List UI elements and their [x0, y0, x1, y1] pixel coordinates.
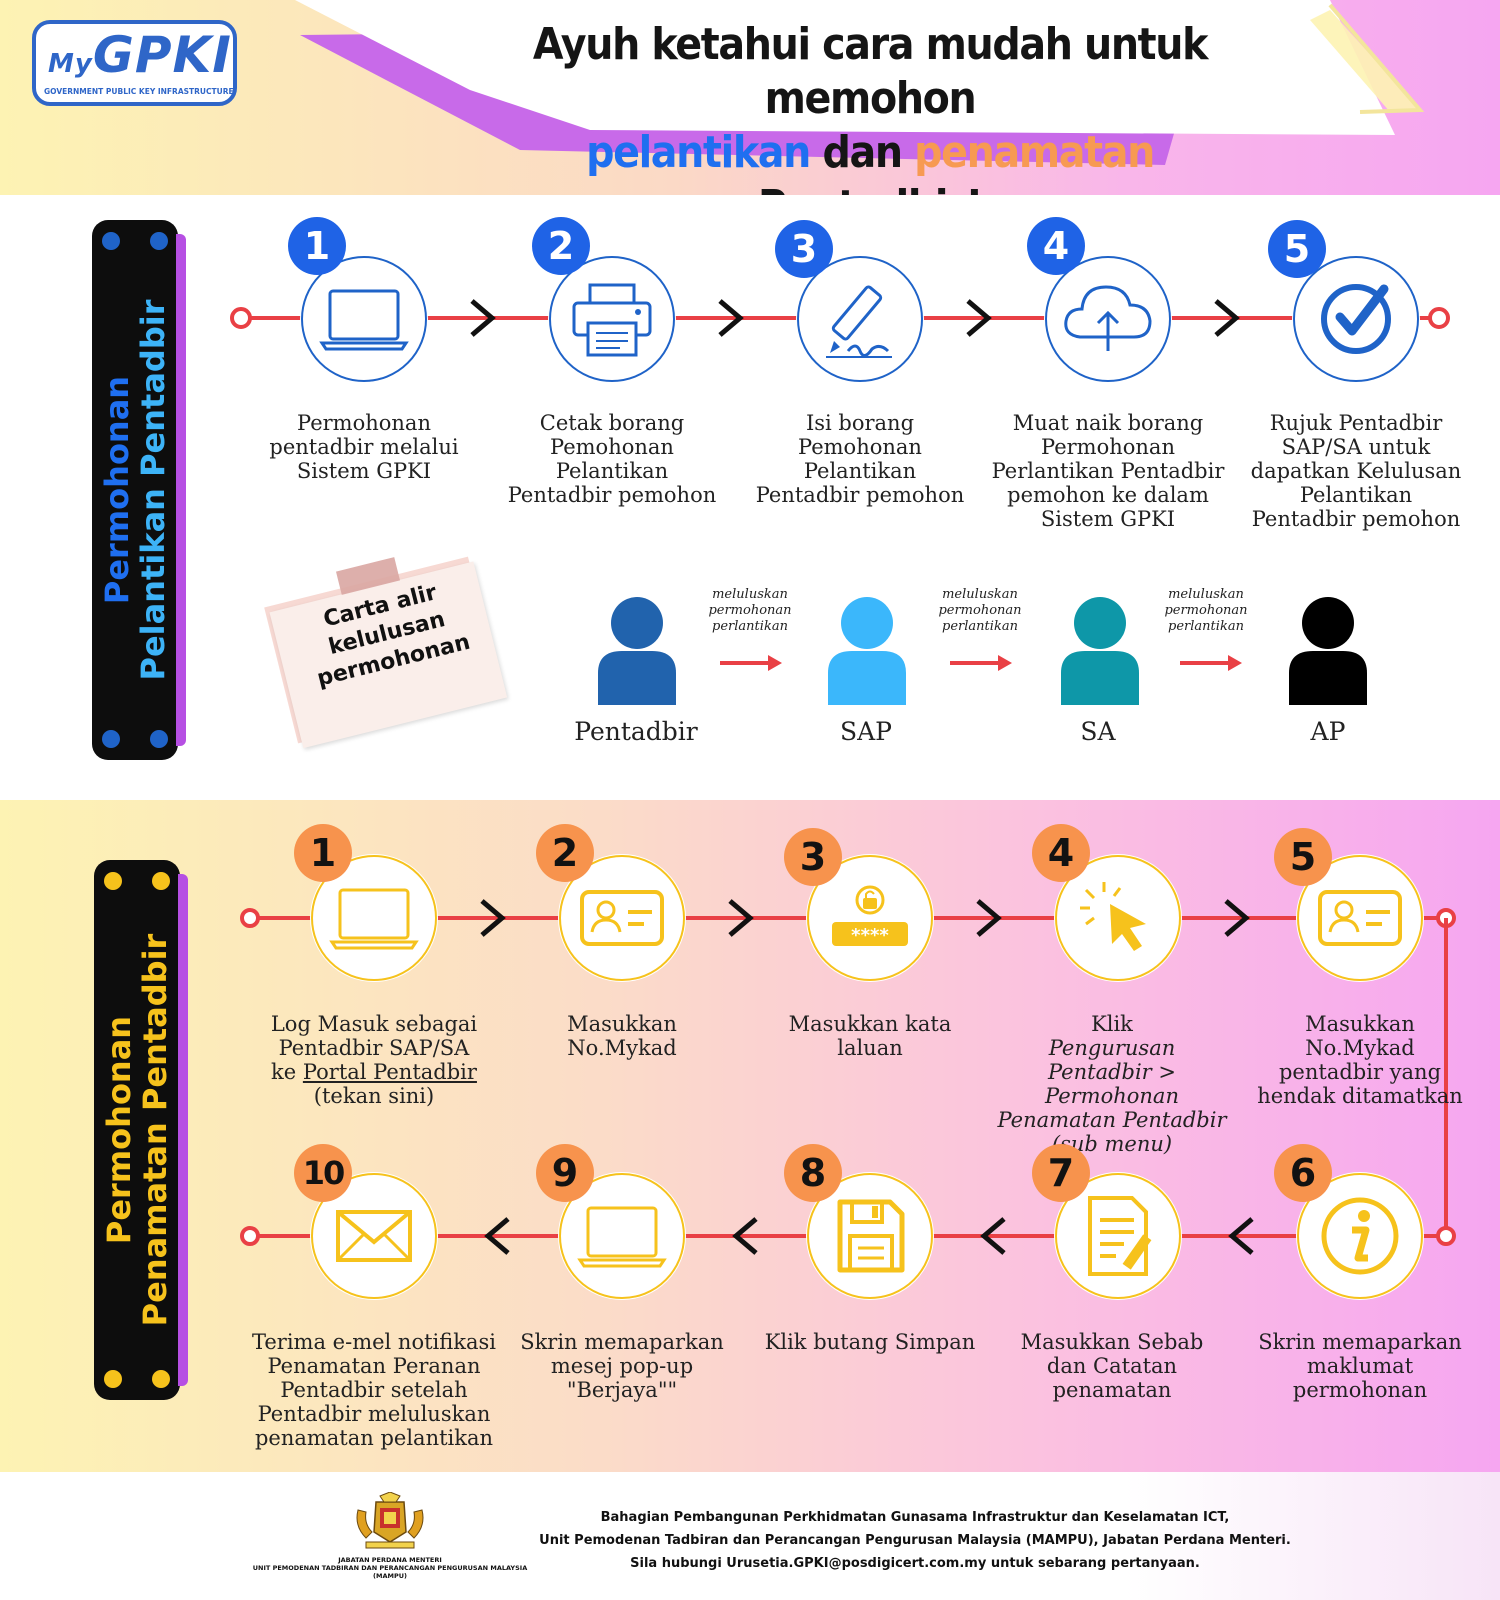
appointment-step-3 — [796, 255, 924, 383]
person-icon-ap — [1283, 595, 1373, 705]
termination-step-7-badge: 7 — [1032, 1144, 1090, 1202]
laptop-icon — [559, 1173, 685, 1299]
approval-arrow-label-2: meluluskan permohonan perlantikan — [938, 587, 1022, 634]
printer-icon — [549, 256, 675, 382]
save-floppy-icon — [807, 1173, 933, 1299]
termination-step-1-text: Log Masuk sebagai Pentadbir SAP/SA ke Po… — [270, 1012, 478, 1108]
termination-step-2-badge: 2 — [536, 824, 594, 882]
appointment-section-tab: Permohonan Pelantikan Pentadbir — [92, 220, 186, 760]
page-title: Ayuh ketahui cara mudah untuk memohon pe… — [483, 18, 1257, 195]
id-card-icon — [559, 855, 685, 981]
password-lock-icon: **** — [807, 855, 933, 981]
termination-step-7-text: Masukkan Sebab dan Catatan penamatan — [1020, 1330, 1204, 1402]
svg-text:****: **** — [851, 925, 889, 946]
info-icon — [1297, 1173, 1423, 1299]
title-word-dan: dan — [810, 127, 915, 178]
portal-pentadbir-link[interactable]: Portal Pentadbir — [302, 1060, 477, 1084]
pen-signature-icon — [797, 256, 923, 382]
title-word-penamatan: penamatan — [914, 127, 1155, 178]
person-icon-sap — [822, 595, 912, 705]
header: MyGPKI GOVERNMENT PUBLIC KEY INFRASTRUCT… — [0, 0, 1500, 195]
envelope-icon — [311, 1173, 437, 1299]
termination-step-9 — [558, 1172, 686, 1300]
termination-section: Permohonan Penamatan Pentadbir 1 Log Mas… — [0, 800, 1500, 1472]
appointment-step-4-text: Muat naik borang Permohonan Perlantikan … — [991, 411, 1225, 531]
termination-step-9-badge: 9 — [536, 1144, 594, 1202]
laptop-icon — [311, 855, 437, 981]
header-banner-shape — [295, 0, 1425, 165]
footer: JABATAN PERDANA MENTERI UNIT PEMODENAN T… — [0, 1472, 1500, 1600]
termination-step-8-text: Klik butang Simpan — [764, 1330, 976, 1354]
title-line-2: pelantikan dan penamatan Pentadbir! — [483, 126, 1257, 195]
approval-label-ap: AP — [1310, 717, 1346, 746]
termination-step-10 — [310, 1172, 438, 1300]
appointment-step-4-badge: 4 — [1027, 217, 1085, 275]
termination-step-3: **** — [806, 854, 934, 982]
logo-main: GPKI — [92, 26, 232, 84]
appointment-step-3-text: Isi borang Pemohonan Pelantikan Pentadbi… — [755, 411, 965, 507]
appointment-step-5-text: Rujuk Pentadbir SAP/SA untuk dapatkan Ke… — [1250, 411, 1462, 531]
approval-arrow-label-1: meluluskan permohonan perlantikan — [708, 587, 792, 634]
termination-step-3-text: Masukkan kata laluan — [788, 1012, 952, 1060]
appointment-step-5 — [1292, 255, 1420, 383]
appointment-step-5-badge: 5 — [1268, 220, 1326, 278]
appointment-section: Permohonan Pelantikan Pentadbir 1 Permoh… — [0, 195, 1500, 800]
termination-step-10-text: Terima e-mel notifikasi Penamatan Perana… — [252, 1330, 496, 1450]
appointment-step-3-badge: 3 — [775, 220, 833, 278]
appointment-step-1-badge: 1 — [288, 217, 346, 275]
document-edit-icon — [1055, 1173, 1181, 1299]
jata-negara-crest — [356, 1492, 424, 1549]
approval-label-sap: SAP — [839, 717, 892, 746]
termination-step-6-text: Skrin memaparkan maklumat permohonan — [1258, 1330, 1462, 1402]
id-card-icon — [1297, 855, 1423, 981]
title-word-pelantikan: pelantikan — [586, 127, 811, 178]
termination-step-5-badge: 5 — [1274, 828, 1332, 886]
footer-contact: Bahagian Pembangunan Perkhidmatan Gunasa… — [530, 1506, 1300, 1575]
termination-step-4-badge: 4 — [1032, 824, 1090, 882]
appointment-step-1 — [300, 255, 428, 383]
termination-section-tab: Permohonan Penamatan Pentadbir — [94, 860, 188, 1400]
person-icon-sa — [1055, 595, 1145, 705]
appointment-step-2 — [548, 255, 676, 383]
logo-prefix: My — [48, 49, 93, 79]
appointment-step-1-text: Permohonan pentadbir melalui Sistem GPKI — [269, 411, 459, 483]
title-line-1: Ayuh ketahui cara mudah untuk memohon — [532, 19, 1209, 124]
termination-step-9-text: Skrin memaparkan mesej pop-up "Berjaya"" — [520, 1330, 724, 1402]
approval-label-pentadbir: Pentadbir — [574, 717, 698, 746]
termination-step-6-badge: 6 — [1274, 1144, 1332, 1202]
person-icon-pentadbir — [592, 595, 682, 705]
termination-step-2-text: Masukkan No.Mykad — [567, 1012, 677, 1060]
termination-step-8 — [806, 1172, 934, 1300]
termination-step-1-badge: 1 — [294, 824, 352, 882]
footer-line-3: Sila hubungi Urusetia.GPKI@posdigicert.c… — [630, 1556, 1200, 1571]
termination-step-5-text: Masukkan No.Mykad pentadbir yang hendak … — [1257, 1012, 1463, 1108]
appointment-step-2-text: Cetak borang Pemohonan Pelantikan Pentad… — [507, 411, 717, 507]
termination-step-10-badge: 10 — [294, 1144, 352, 1202]
approval-arrow-label-3: meluluskan permohonan perlantikan — [1164, 587, 1248, 634]
crest-caption: JABATAN PERDANA MENTERI UNIT PEMODENAN T… — [252, 1556, 528, 1580]
footer-line-1: Bahagian Pembangunan Perkhidmatan Gunasa… — [600, 1510, 1230, 1525]
termination-step-3-badge: 3 — [784, 828, 842, 886]
title-word-end: Pentadbir! — [758, 181, 983, 195]
footer-line-2: Unit Pemodenan Tadbiran dan Perancangan … — [539, 1533, 1291, 1548]
cursor-click-icon — [1055, 855, 1181, 981]
termination-step-7 — [1054, 1172, 1182, 1300]
termination-step-8-badge: 8 — [784, 1144, 842, 1202]
check-circle-icon — [1293, 256, 1419, 382]
laptop-icon — [301, 256, 427, 382]
mygpki-logo: MyGPKI GOVERNMENT PUBLIC KEY INFRASTRUCT… — [32, 20, 237, 106]
approval-label-sa: SA — [1080, 717, 1116, 746]
appointment-step-2-badge: 2 — [532, 217, 590, 275]
logo-subtitle: GOVERNMENT PUBLIC KEY INFRASTRUCTURE — [44, 87, 234, 96]
cloud-upload-icon — [1045, 256, 1171, 382]
appointment-step-4 — [1044, 255, 1172, 383]
approval-arrows — [720, 655, 1242, 671]
